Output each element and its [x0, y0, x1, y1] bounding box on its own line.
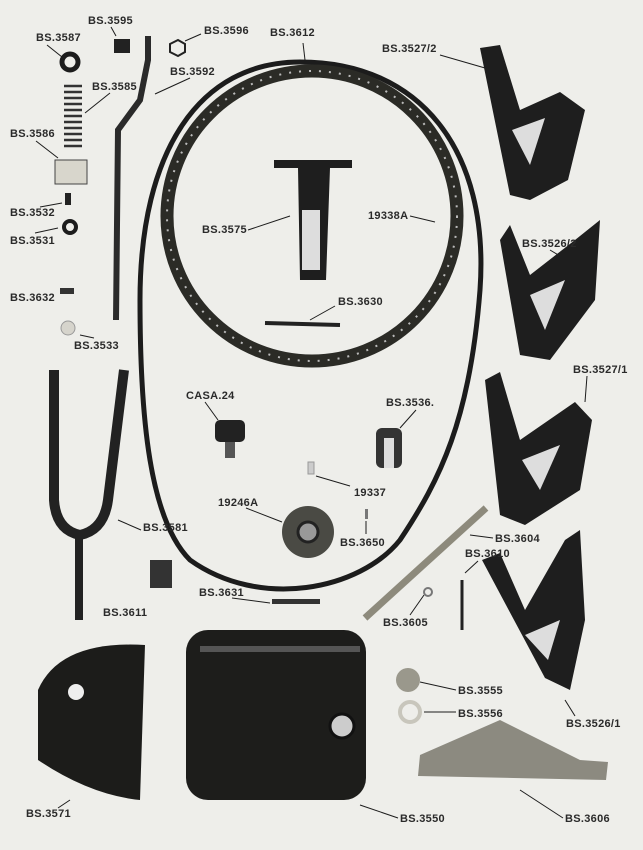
- bracket-3527-1: [485, 372, 592, 525]
- label-bs3531: BS.3531: [10, 235, 55, 247]
- label-bs3526-2: BS.3526/2: [522, 238, 577, 250]
- label-casa24: CASA.24: [186, 390, 235, 402]
- label-bs3571: BS.3571: [26, 808, 71, 820]
- label-bs3550: BS.3550: [400, 813, 445, 825]
- lever-arm-part: [113, 36, 151, 321]
- label-19337: 19337: [354, 487, 387, 499]
- label-bs3650: BS.3650: [340, 537, 385, 549]
- spring-part: [64, 84, 82, 148]
- label-bs3605: BS.3605: [383, 617, 428, 629]
- label-bs3586: BS.3586: [10, 128, 55, 140]
- label-bs3555: BS.3555: [458, 685, 503, 697]
- label-bs3526-1: BS.3526/1: [566, 718, 621, 730]
- nut-part: [169, 38, 186, 58]
- fork-part: [49, 369, 129, 541]
- cap-part: [114, 39, 130, 53]
- label-bs3610: BS.3610: [465, 548, 510, 560]
- label-bs3630: BS.3630: [338, 296, 383, 308]
- label-bs3527-1: BS.3527/1: [573, 364, 628, 376]
- label-19246a: 19246A: [218, 497, 259, 509]
- label-bs3595: BS.3595: [88, 15, 133, 27]
- label-bs3604: BS.3604: [495, 533, 540, 545]
- label-bs3631: BS.3631: [199, 587, 244, 599]
- cover-3571-part: [38, 644, 145, 800]
- label-bs3585: BS.3585: [92, 81, 137, 93]
- label-bs3532: BS.3532: [10, 207, 55, 219]
- label-bs3533: BS.3533: [74, 340, 119, 352]
- label-bs3632: BS.3632: [10, 292, 55, 304]
- label-bs3581: BS.3581: [143, 522, 188, 534]
- label-bs3527-2: BS.3527/2: [382, 43, 437, 55]
- label-bs3587: BS.3587: [36, 32, 81, 44]
- label-bs3606: BS.3606: [565, 813, 610, 825]
- label-bs3536: BS.3536.: [386, 397, 435, 409]
- chain-guard-outline: [137, 59, 484, 592]
- label-bs3592: BS.3592: [170, 66, 215, 78]
- plate-3606-part: [418, 720, 608, 780]
- label-bs3611: BS.3611: [103, 607, 148, 619]
- plate-part: [54, 159, 88, 185]
- bolt-part: [264, 321, 341, 327]
- bracket-3527-2: [480, 45, 585, 200]
- bracket-3526-1: [482, 530, 585, 690]
- tank-3550-part: [186, 630, 366, 800]
- label-bs3556: BS.3556: [458, 708, 503, 720]
- label-bs3575: BS.3575: [202, 224, 247, 236]
- label-19338a: 19338A: [368, 210, 409, 222]
- washer-part: [59, 51, 81, 73]
- label-bs3612: BS.3612: [270, 27, 315, 39]
- label-bs3596: BS.3596: [204, 25, 249, 37]
